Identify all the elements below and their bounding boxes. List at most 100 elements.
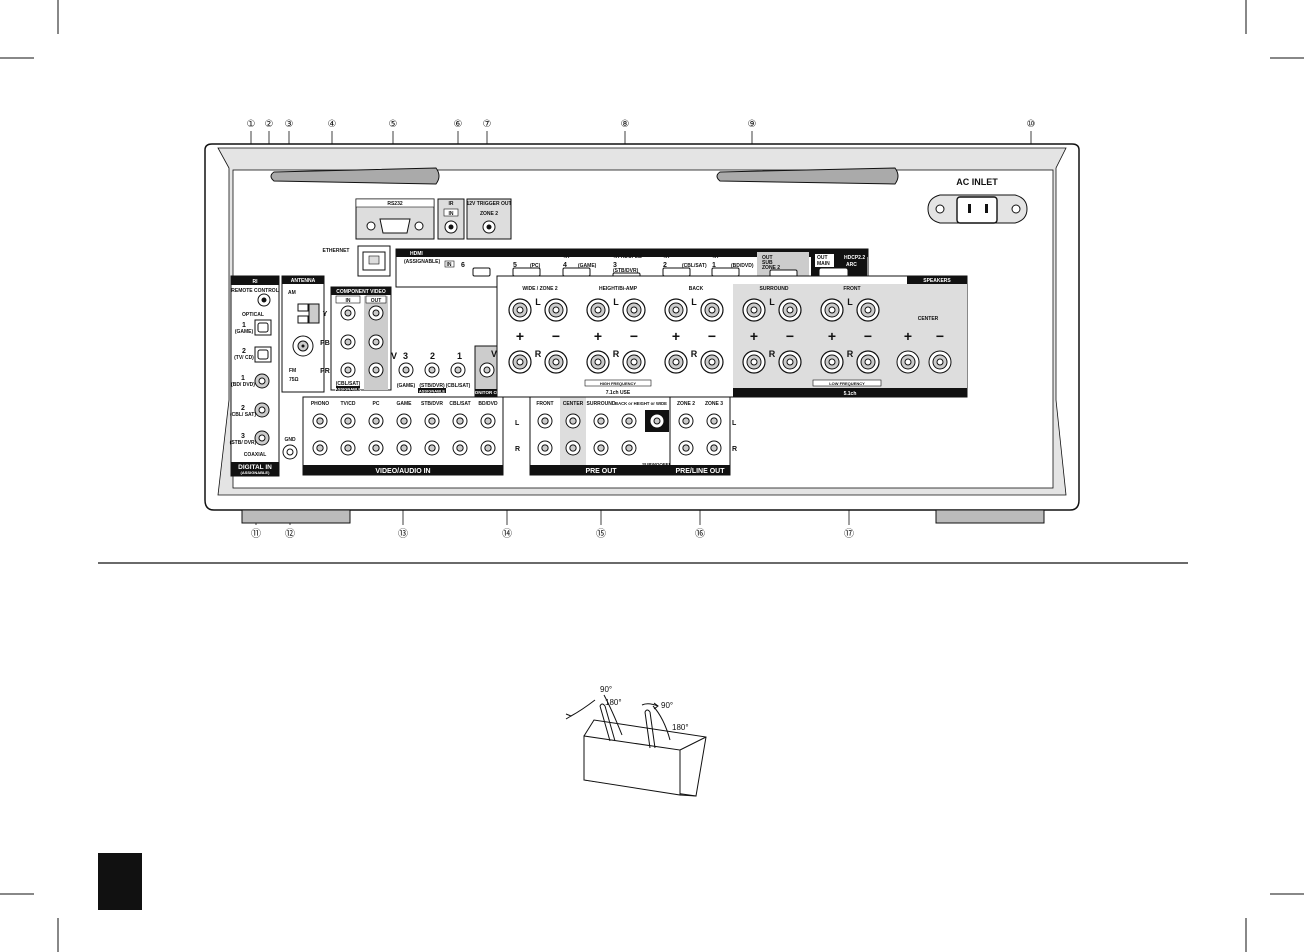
callout-12: ⑫: [285, 528, 295, 540]
preout-jack-r-1: [565, 440, 581, 456]
callout-2: ②: [265, 119, 274, 130]
ir-port: IR IN: [437, 198, 465, 240]
preout-jack-r-3: [621, 440, 637, 456]
ri-remote-label: REMOTE CONTROL: [231, 288, 279, 294]
optical-label: OPTICAL: [242, 312, 264, 318]
component-pr: PR: [320, 368, 330, 375]
low-frequency-label: LOW FREQUENCY: [829, 381, 865, 386]
center-plus: +: [904, 328, 912, 344]
speaker-plus-4: +: [828, 328, 836, 344]
audio-r-label: R: [515, 446, 520, 453]
speaker-post-3-upper-0: [742, 298, 766, 322]
speaker-post-3-lower-1: [778, 350, 802, 374]
coax-3-num: 3: [241, 433, 245, 440]
audio-jack-r-0: [312, 440, 328, 456]
composite-3-name: (GAME): [397, 383, 416, 389]
rs232-port: RS232: [355, 198, 435, 240]
callout-11: ⑪: [251, 528, 261, 540]
hdmi-out-main-2: MAIN: [817, 261, 830, 267]
audio-jack-l-2: [368, 413, 384, 429]
speaker-post-1-upper-1: [622, 298, 646, 322]
composite-3-num: 3: [403, 351, 408, 361]
page-number-tab: [98, 853, 142, 910]
fig-a180: 180°: [605, 698, 622, 707]
audio-jack-r-1: [340, 440, 356, 456]
preout-jack-l-0: [537, 413, 553, 429]
pre-line-out-section: ZONE 2 ZONE 3 PRE/LINE OUT L R: [669, 396, 737, 476]
preline-jack-l-0: [678, 413, 694, 429]
hdmi-in-2-badge: 4K: [663, 254, 670, 260]
audio-in-jacks: [312, 413, 496, 456]
composite-1-name: (CBL/SAT): [446, 383, 471, 389]
fig-b180: 180°: [672, 723, 689, 732]
gnd-label: GND: [284, 437, 296, 443]
audio-jack-l-5: [452, 413, 468, 429]
coaxial-label: COAXIAL: [244, 452, 267, 458]
audio-jack-r-4: [424, 440, 440, 456]
audio-jack-r-5: [452, 440, 468, 456]
callout-1: ①: [247, 119, 256, 130]
speaker-r-1: R: [613, 349, 620, 359]
speaker-post-1-lower-1: [622, 350, 646, 374]
preline-jack-l-1: [706, 413, 722, 429]
preout-jack-l-3: [621, 413, 637, 429]
audio-jack-l-1: [340, 413, 356, 429]
subwoofer-label: SUBWOOFER: [642, 462, 672, 467]
antenna-title: ANTENNA: [291, 278, 316, 284]
audio-jack-r-2: [368, 440, 384, 456]
hdmi-in-5-num: 5: [513, 262, 517, 269]
audio-in-bddvd: BD/DVD: [478, 401, 498, 407]
composite-2-num: 2: [430, 351, 435, 361]
digital-in-section: RI REMOTE CONTROL OPTICAL 1 (GAME) 2 (TV…: [230, 275, 280, 477]
callout-10: ⑩: [1027, 119, 1036, 130]
pre-line-zone2: ZONE 2: [677, 401, 695, 407]
preout-jack-r-2: [593, 440, 609, 456]
component-in-label: IN: [346, 298, 351, 304]
speaker-l-0: L: [535, 297, 541, 307]
audio-in-stbdvr: STB/DVR: [421, 401, 443, 407]
speaker-post-0-upper-1: [544, 298, 568, 322]
audio-jack-l-6: [480, 413, 496, 429]
ac-inlet: AC INLET: [927, 177, 1028, 224]
audio-jack-l-4: [424, 413, 440, 429]
pre-out-section: FRONT CENTER SURROUND BACK or HEIGHT or …: [529, 396, 673, 476]
speaker-post-0-lower-1: [544, 350, 568, 374]
pre-line-l: L: [732, 420, 737, 427]
composite-2-name: (STB/DVR): [419, 383, 445, 389]
pre-out-center: CENTER: [563, 401, 584, 407]
speaker-minus-0: −: [552, 328, 560, 344]
antenna-rotation-figure: 90° 180° 90° 180°: [565, 685, 707, 797]
composite-video-section: V 3 2 1 (GAME) (STB/DVR) (CBL/SAT) ASSIG…: [391, 345, 503, 397]
hdmi-out-main-arc: ARC: [846, 262, 857, 268]
optical-1-name: (GAME): [235, 329, 254, 335]
speaker-r-3: R: [769, 349, 776, 359]
preout-jack-r-0: [537, 440, 553, 456]
callout-14: ⑭: [502, 528, 512, 540]
fig-b90: 90°: [661, 701, 673, 710]
speaker-minus-1: −: [630, 328, 638, 344]
spk-group-center: CENTER: [918, 316, 939, 322]
audio-jack-l-0: [312, 413, 328, 429]
composite-v: V: [391, 351, 397, 361]
component-source: (CBL/SAT): [336, 381, 361, 387]
pre-out-back: BACK or HEIGHT or WIDE: [615, 401, 667, 406]
speaker-l-4: L: [847, 297, 853, 307]
audio-in-tvcd: TV/CD: [341, 401, 356, 407]
audio-in-phono: PHONO: [311, 401, 329, 407]
speaker-post-4-lower-1: [856, 350, 880, 374]
hdmi-out-sub-3: ZONE 2: [762, 265, 780, 271]
hdmi-in-4-badge: 4K: [563, 254, 570, 260]
optical-2-num: 2: [242, 348, 246, 355]
pre-out-front: FRONT: [536, 401, 553, 407]
callout-15: ⑮: [596, 528, 606, 540]
speakers-section: SPEAKERS WIDE / ZONE 2 HEIGHT/Bi-AMP BAC…: [496, 275, 968, 398]
callout-6: ⑥: [454, 119, 463, 130]
preout-jack-l-2: [593, 413, 609, 429]
speaker-plus-2: +: [672, 328, 680, 344]
speaker-l-1: L: [613, 297, 619, 307]
hdmi-in-3-num: 3: [613, 262, 617, 269]
speaker-post-3-lower-0: [742, 350, 766, 374]
audio-jack-l-3: [396, 413, 412, 429]
